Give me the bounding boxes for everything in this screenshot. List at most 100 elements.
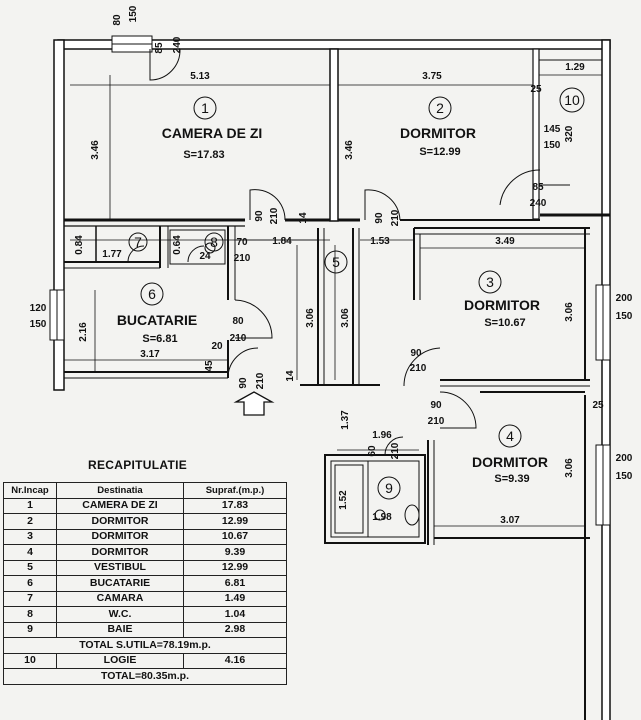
room-number-markers: 1 2 3 4 5 6 7 8 9 10: [128, 87, 585, 500]
room-nr: 10: [3, 652, 57, 669]
room-name: BUCATARIE: [117, 312, 197, 328]
room-number: 4: [506, 428, 514, 444]
dim-label: 0.64: [172, 235, 183, 255]
dim-label: 90: [410, 348, 422, 359]
dim-label: 90: [254, 210, 265, 222]
dim-label: 90: [374, 212, 385, 224]
room-name: CAMERA DE ZI: [162, 125, 263, 141]
room-name: DORMITOR: [464, 297, 540, 313]
dim-label: 3.06: [305, 308, 316, 328]
dim-label: 14: [298, 212, 309, 224]
dim-label: 145: [544, 124, 561, 135]
door-swing: [499, 169, 541, 206]
room-dest: CAMERA DE ZI: [56, 497, 184, 514]
room-sup: 2.98: [183, 621, 287, 638]
column-header: Nr.Incap: [3, 482, 57, 499]
door-swing: [403, 347, 441, 387]
door-swings: [127, 48, 541, 456]
room-nr: 9: [3, 621, 57, 638]
dim-label: 85: [154, 42, 165, 54]
room-dest: DORMITOR: [56, 528, 184, 545]
dim-label: 240: [530, 198, 547, 209]
room-area: S=6.81: [142, 333, 177, 345]
dim-label: 1.77: [102, 249, 122, 260]
room-number: 9: [385, 480, 393, 496]
room-nr: 3: [3, 528, 57, 545]
total-utila-row: TOTAL S.UTILA=78.19m.p.: [3, 637, 287, 654]
door-swing: [234, 299, 273, 339]
room-dest: DORMITOR: [56, 513, 184, 530]
room-number: 5: [332, 254, 340, 270]
dim-label: 200: [616, 453, 633, 464]
dim-label: 240: [172, 36, 183, 53]
dim-label: 24: [199, 251, 211, 262]
total-row: TOTAL=80.35m.p.: [3, 668, 287, 685]
recap-title: RECAPITULATIE: [88, 458, 188, 472]
dim-label: 120: [30, 303, 47, 314]
room-sup: 12.99: [183, 513, 287, 530]
door-swing: [149, 48, 181, 81]
room-number: 1: [201, 100, 209, 116]
dim-label: 200: [616, 293, 633, 304]
room-number: 3: [486, 274, 494, 290]
dim-label: 150: [128, 5, 139, 22]
door-swing: [384, 436, 404, 456]
room-sup: 10.67: [183, 528, 287, 545]
door-swing: [187, 245, 205, 263]
total-utila: TOTAL S.UTILA=78.19m.p.: [3, 637, 287, 654]
room-nr: 4: [3, 544, 57, 561]
dim-label: 3.75: [422, 71, 442, 82]
dim-label: 210: [269, 207, 280, 224]
room-area: S=17.83: [183, 149, 224, 161]
room-nr: 2: [3, 513, 57, 530]
dimension-lines: [64, 74, 602, 527]
dim-label: 1.96: [372, 430, 392, 441]
dim-label: 210: [390, 209, 401, 226]
room-name: DORMITOR: [472, 454, 548, 470]
room-labels: CAMERA DE ZI S=17.83 DORMITOR S=12.99 DO…: [117, 125, 548, 485]
dim-label: 25: [592, 400, 604, 411]
dim-label: 210: [410, 363, 427, 374]
dim-label: 20: [211, 341, 223, 352]
door-swing: [439, 391, 477, 429]
room-nr: 6: [3, 575, 57, 592]
dim-label: 3.06: [340, 308, 351, 328]
room-dest: DORMITOR: [56, 544, 184, 561]
dim-label: 1.53: [370, 236, 390, 247]
room-dest: VESTIBUL: [56, 559, 184, 576]
dim-label: 3.46: [344, 140, 355, 160]
room-name: DORMITOR: [400, 125, 476, 141]
dim-label: 3.46: [90, 140, 101, 160]
room-dest: LOGIE: [56, 652, 184, 669]
dim-label: 1.98: [372, 512, 392, 523]
room-dest: CAMARA: [56, 590, 184, 607]
dim-label: 150: [30, 319, 47, 330]
room-sup: 6.81: [183, 575, 287, 592]
room-number: 8: [210, 234, 218, 250]
dim-label: 3.06: [564, 302, 575, 322]
dim-label: 80: [232, 316, 244, 327]
dim-label: 1.52: [338, 490, 349, 510]
dim-label: 150: [616, 311, 633, 322]
room-number: 2: [436, 100, 444, 116]
door-swing: [227, 347, 259, 379]
column-header: Destinatia: [56, 482, 184, 499]
dim-label: 3.06: [564, 458, 575, 478]
dim-label: 14: [285, 370, 296, 382]
dim-label: 210: [428, 416, 445, 427]
dim-label: 210: [230, 333, 247, 344]
table-header-row: Nr.Incap Destinatia Supraf.(m.p.): [3, 482, 287, 499]
room-area: S=12.99: [419, 146, 460, 158]
dim-label: 85: [532, 182, 544, 193]
dim-label: 60: [367, 445, 378, 457]
dim-label: 1.29: [565, 62, 585, 73]
dim-label: 45: [204, 360, 215, 372]
entrance-arrow-icon: [233, 391, 275, 416]
room-dest: W.C.: [56, 606, 184, 623]
